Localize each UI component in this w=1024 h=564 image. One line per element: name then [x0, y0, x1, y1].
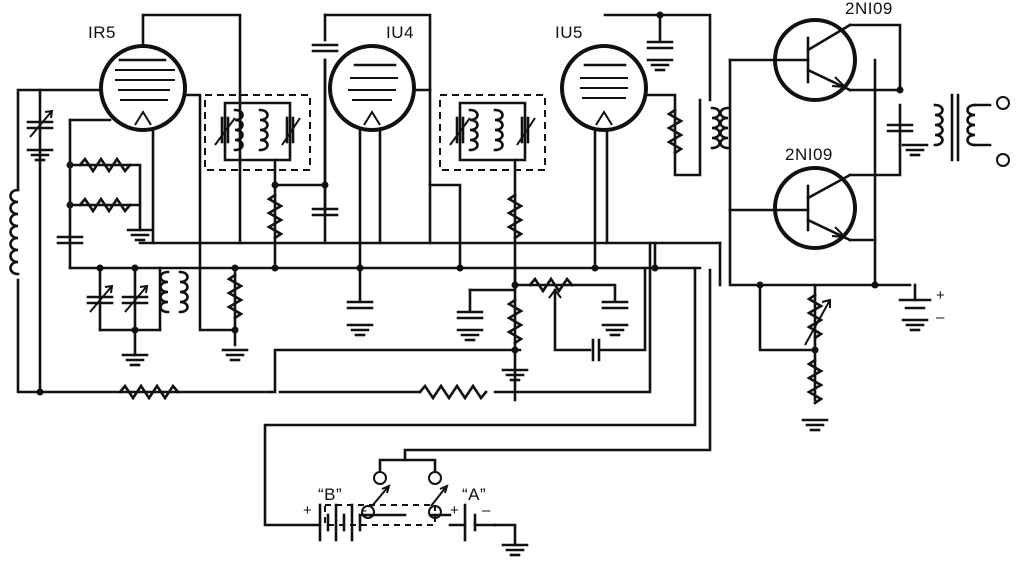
- battery-a-symbol: [448, 503, 497, 542]
- battery-a-plus: +: [450, 502, 459, 519]
- battery-b-label: “B”: [318, 485, 342, 504]
- junction-dots: [36, 11, 904, 396]
- resistor-9: [806, 293, 824, 340]
- battery-b-minus: -: [362, 502, 367, 519]
- if-coil-2a: [468, 108, 479, 152]
- speaker-terminal-2: [996, 153, 1010, 167]
- resistors: [78, 108, 831, 405]
- variable-capacitors: [26, 109, 536, 313]
- battery-b-plus: +: [303, 502, 312, 519]
- battery-a-label: “A”: [462, 485, 486, 504]
- transistor-q2: [773, 166, 857, 250]
- transistor-q1: [773, 18, 857, 102]
- battery-b-symbol: [318, 503, 362, 542]
- transistor-label-q2: 2NI09: [785, 145, 833, 164]
- resistor-6: [506, 298, 524, 345]
- speaker-terminal-1: [996, 96, 1010, 110]
- tube-iu4: [328, 44, 416, 132]
- osc-coil-b: [159, 270, 170, 314]
- tube-label-ir5: IR5: [88, 23, 116, 42]
- if-transformer-1-shield: [204, 94, 311, 171]
- if-coil-1b: [258, 108, 269, 152]
- output-transformer-secondary: [966, 103, 977, 147]
- if-coil-2b: [493, 108, 504, 152]
- resistor-7: [666, 108, 684, 155]
- resistor-10: [118, 383, 180, 401]
- volume-potentiometer: [528, 276, 574, 294]
- resistor-3: [226, 273, 244, 320]
- resistor-8: [806, 358, 824, 405]
- driver-transformer-secondary: [719, 106, 730, 150]
- driver-transformer-primary: [710, 106, 721, 150]
- supply-minus: –: [936, 309, 945, 326]
- tube-label-iu5: IU5: [555, 23, 583, 42]
- loop-antenna-coil: [9, 188, 20, 276]
- if-coil-1a: [233, 108, 244, 152]
- coils: [9, 93, 1010, 314]
- osc-coil-a: [178, 270, 189, 314]
- battery-a-minus: –: [482, 502, 491, 519]
- transistor-label-q1: 2NI09: [845, 0, 893, 18]
- capacitors: [56, 40, 914, 362]
- output-transformer-primary: [933, 103, 944, 147]
- tube-label-iu4: IU4: [386, 23, 414, 42]
- power-switch: [361, 471, 449, 519]
- resistor-2: [78, 196, 132, 214]
- resistor-11: [418, 383, 488, 401]
- tube-ir5: [99, 44, 187, 132]
- tube-iu5: [560, 44, 648, 132]
- resistor-5: [506, 193, 524, 240]
- supply-plus: +: [936, 287, 945, 304]
- gang-switch-link: [324, 504, 436, 526]
- resistor-4: [266, 193, 284, 240]
- if-transformer-2-shield: [439, 94, 546, 171]
- resistor-1: [78, 156, 132, 174]
- supply-battery: [898, 283, 932, 310]
